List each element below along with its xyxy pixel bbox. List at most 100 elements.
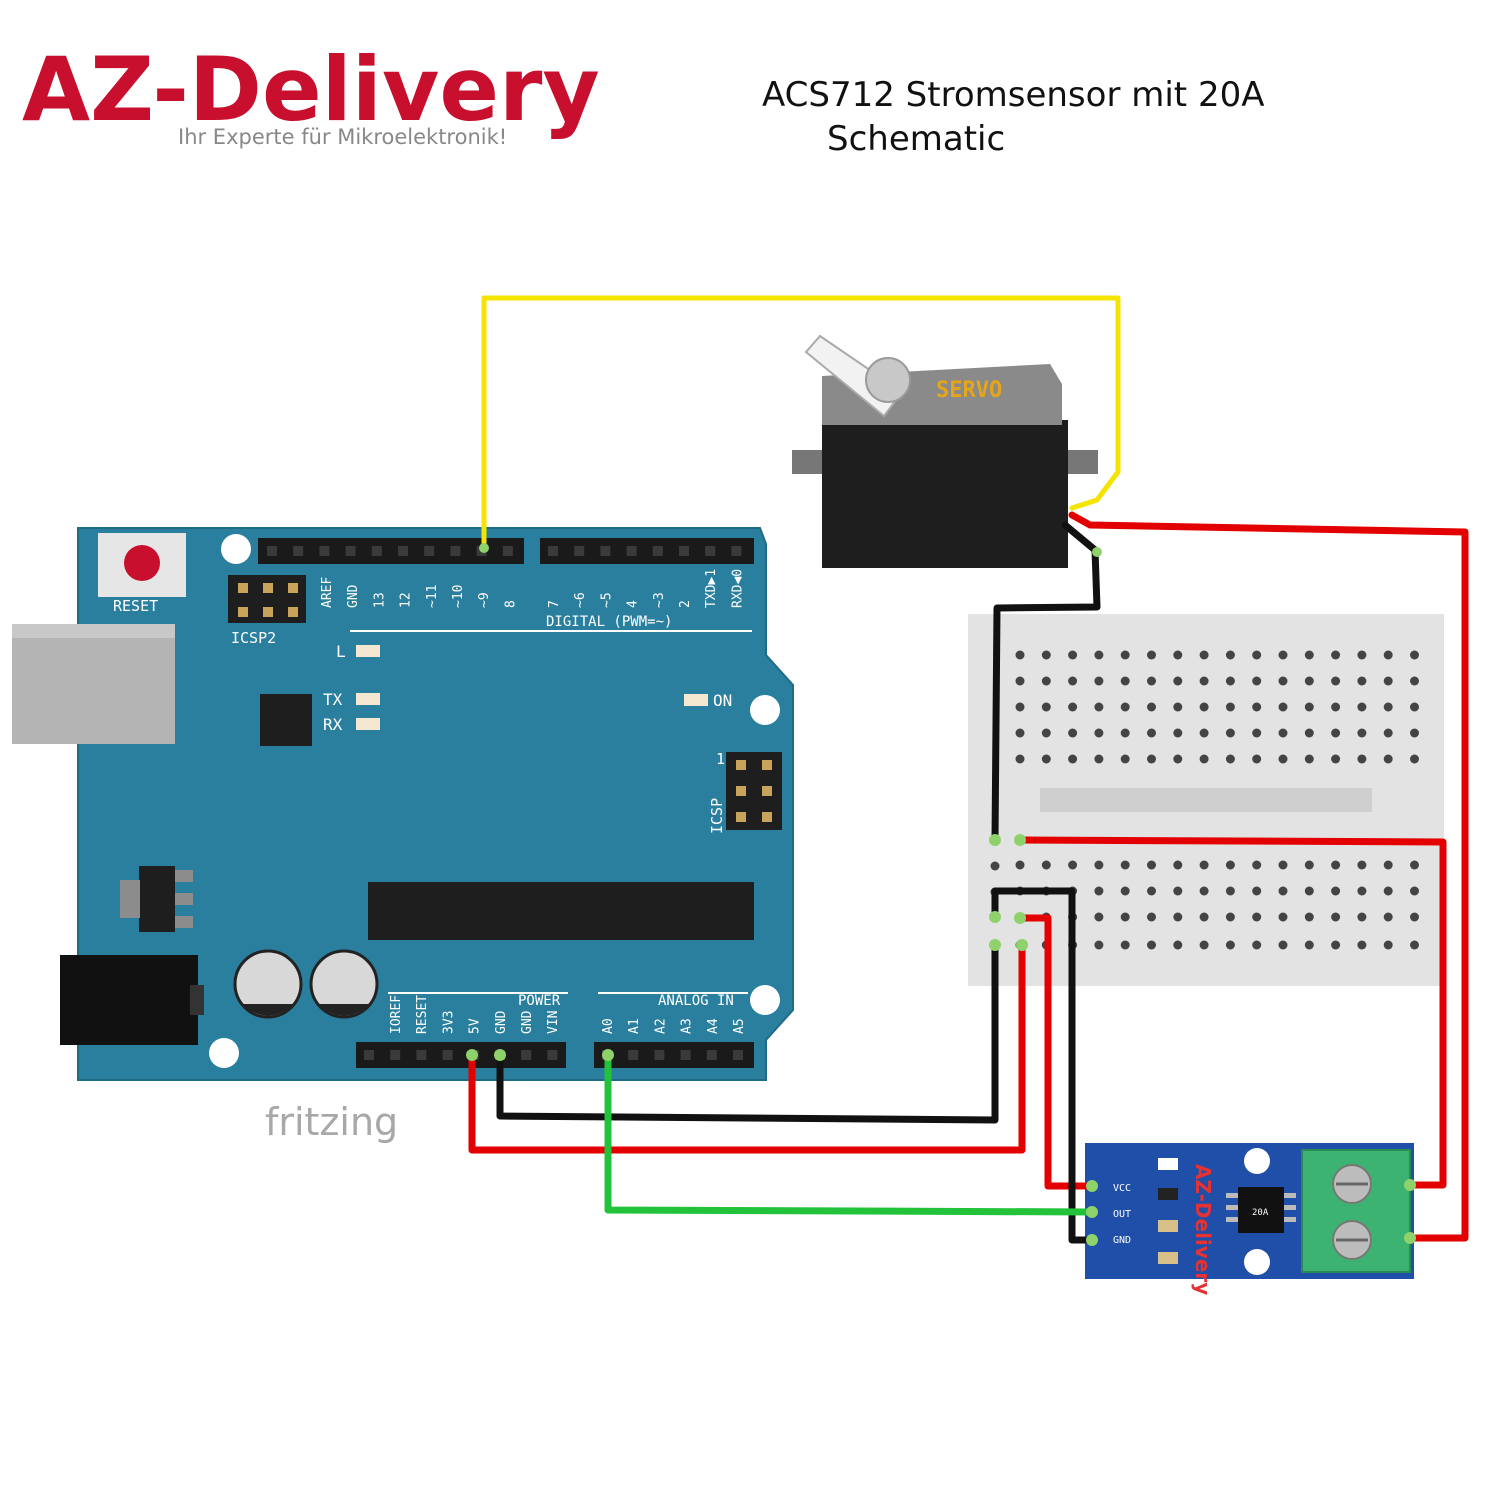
breadboard-hole[interactable] [1410, 940, 1419, 950]
breadboard-hole[interactable] [1304, 702, 1314, 712]
breadboard-hole[interactable] [1410, 754, 1419, 764]
breadboard-hole[interactable] [1383, 754, 1393, 764]
header-pin-hole[interactable] [416, 1050, 427, 1060]
breadboard-hole[interactable] [1173, 702, 1183, 712]
header-pin-hole[interactable] [442, 1050, 453, 1060]
breadboard-hole[interactable] [1068, 676, 1078, 686]
breadboard-hole[interactable] [1357, 886, 1367, 896]
breadboard-hole[interactable] [1094, 886, 1104, 896]
breadboard-hole[interactable] [1199, 650, 1209, 660]
breadboard-hole[interactable] [1383, 702, 1393, 712]
reset-button-cap[interactable] [124, 545, 160, 581]
breadboard-hole[interactable] [1252, 650, 1262, 660]
breadboard-rail-hole[interactable] [990, 861, 1000, 871]
breadboard-hole[interactable] [1278, 676, 1288, 686]
breadboard-hole[interactable] [1357, 728, 1367, 738]
breadboard-hole[interactable] [1331, 754, 1341, 764]
breadboard-hole[interactable] [1383, 860, 1393, 870]
breadboard-hole[interactable] [1015, 650, 1025, 660]
breadboard-hole[interactable] [1147, 940, 1156, 950]
breadboard-hole[interactable] [1199, 728, 1209, 738]
breadboard-hole[interactable] [1225, 650, 1235, 660]
breadboard-hole[interactable] [1278, 940, 1288, 950]
header-pin-hole[interactable] [733, 1050, 743, 1060]
breadboard-hole[interactable] [1094, 702, 1104, 712]
breadboard-hole[interactable] [1304, 754, 1314, 764]
breadboard-hole[interactable] [1225, 912, 1235, 922]
breadboard-hole[interactable] [1173, 912, 1183, 922]
breadboard-hole[interactable] [1041, 728, 1051, 738]
breadboard-hole[interactable] [1173, 650, 1183, 660]
breadboard-hole[interactable] [1015, 860, 1025, 870]
breadboard-hole[interactable] [1147, 702, 1156, 712]
breadboard-hole[interactable] [1068, 650, 1078, 660]
breadboard-hole[interactable] [1225, 754, 1235, 764]
breadboard-hole[interactable] [1094, 912, 1104, 922]
header-pin-hole[interactable] [450, 546, 461, 556]
breadboard-hole[interactable] [1015, 754, 1025, 764]
breadboard-hole[interactable] [1331, 860, 1341, 870]
breadboard-hole[interactable] [1410, 728, 1419, 738]
breadboard-hole[interactable] [1173, 728, 1183, 738]
header-pin-hole[interactable] [706, 1050, 717, 1060]
header-pin-hole[interactable] [345, 546, 356, 556]
breadboard-hole[interactable] [1225, 886, 1235, 896]
breadboard-hole[interactable] [1357, 702, 1367, 712]
breadboard-hole[interactable] [1278, 728, 1288, 738]
breadboard-hole[interactable] [1331, 728, 1341, 738]
header-pin-hole[interactable] [371, 546, 382, 556]
header-pin-hole[interactable] [731, 546, 742, 556]
breadboard-hole[interactable] [1094, 728, 1104, 738]
breadboard-hole[interactable] [1278, 754, 1288, 764]
breadboard-hole[interactable] [1304, 676, 1314, 686]
breadboard-hole[interactable] [1225, 940, 1235, 950]
breadboard-hole[interactable] [1120, 940, 1130, 950]
breadboard-hole[interactable] [1199, 754, 1209, 764]
header-pin-hole[interactable] [267, 546, 277, 556]
breadboard-hole[interactable] [1331, 650, 1341, 660]
breadboard-hole[interactable] [1173, 886, 1183, 896]
breadboard-hole[interactable] [1068, 860, 1078, 870]
breadboard-hole[interactable] [1120, 728, 1130, 738]
header-pin-hole[interactable] [652, 546, 663, 556]
breadboard-hole[interactable] [1199, 912, 1209, 922]
breadboard-hole[interactable] [1094, 676, 1104, 686]
breadboard-hole[interactable] [1252, 940, 1262, 950]
breadboard-hole[interactable] [1147, 886, 1156, 896]
breadboard-hole[interactable] [1068, 754, 1078, 764]
breadboard-hole[interactable] [1147, 676, 1156, 686]
header-pin-hole[interactable] [626, 546, 637, 556]
header-pin-hole[interactable] [600, 546, 611, 556]
header-pin-hole[interactable] [574, 546, 585, 556]
header-pin-hole[interactable] [293, 546, 304, 556]
breadboard-hole[interactable] [1015, 676, 1025, 686]
breadboard-hole[interactable] [1147, 650, 1156, 660]
breadboard-hole[interactable] [1094, 650, 1104, 660]
breadboard-hole[interactable] [1015, 702, 1025, 712]
breadboard-hole[interactable] [1068, 702, 1078, 712]
breadboard-hole[interactable] [1278, 702, 1288, 712]
breadboard-hole[interactable] [1147, 728, 1156, 738]
breadboard-hole[interactable] [1252, 912, 1262, 922]
breadboard-hole[interactable] [1304, 728, 1314, 738]
breadboard-hole[interactable] [1410, 702, 1419, 712]
breadboard-hole[interactable] [1410, 886, 1419, 896]
breadboard-hole[interactable] [1225, 728, 1235, 738]
breadboard-hole[interactable] [1410, 912, 1419, 922]
breadboard-hole[interactable] [1199, 676, 1209, 686]
breadboard-hole[interactable] [1120, 702, 1130, 712]
breadboard-hole[interactable] [1199, 886, 1209, 896]
header-pin-hole[interactable] [680, 1050, 691, 1060]
breadboard-hole[interactable] [1383, 912, 1393, 922]
breadboard-hole[interactable] [1094, 860, 1104, 870]
breadboard-hole[interactable] [1278, 912, 1288, 922]
breadboard-hole[interactable] [1278, 650, 1288, 660]
breadboard-hole[interactable] [1383, 650, 1393, 660]
breadboard-hole[interactable] [1331, 912, 1341, 922]
breadboard-hole[interactable] [1120, 754, 1130, 764]
breadboard-hole[interactable] [1173, 860, 1183, 870]
header-pin-hole[interactable] [502, 546, 513, 556]
breadboard-hole[interactable] [1173, 940, 1183, 950]
breadboard-hole[interactable] [1041, 754, 1051, 764]
header-pin-hole[interactable] [319, 546, 330, 556]
